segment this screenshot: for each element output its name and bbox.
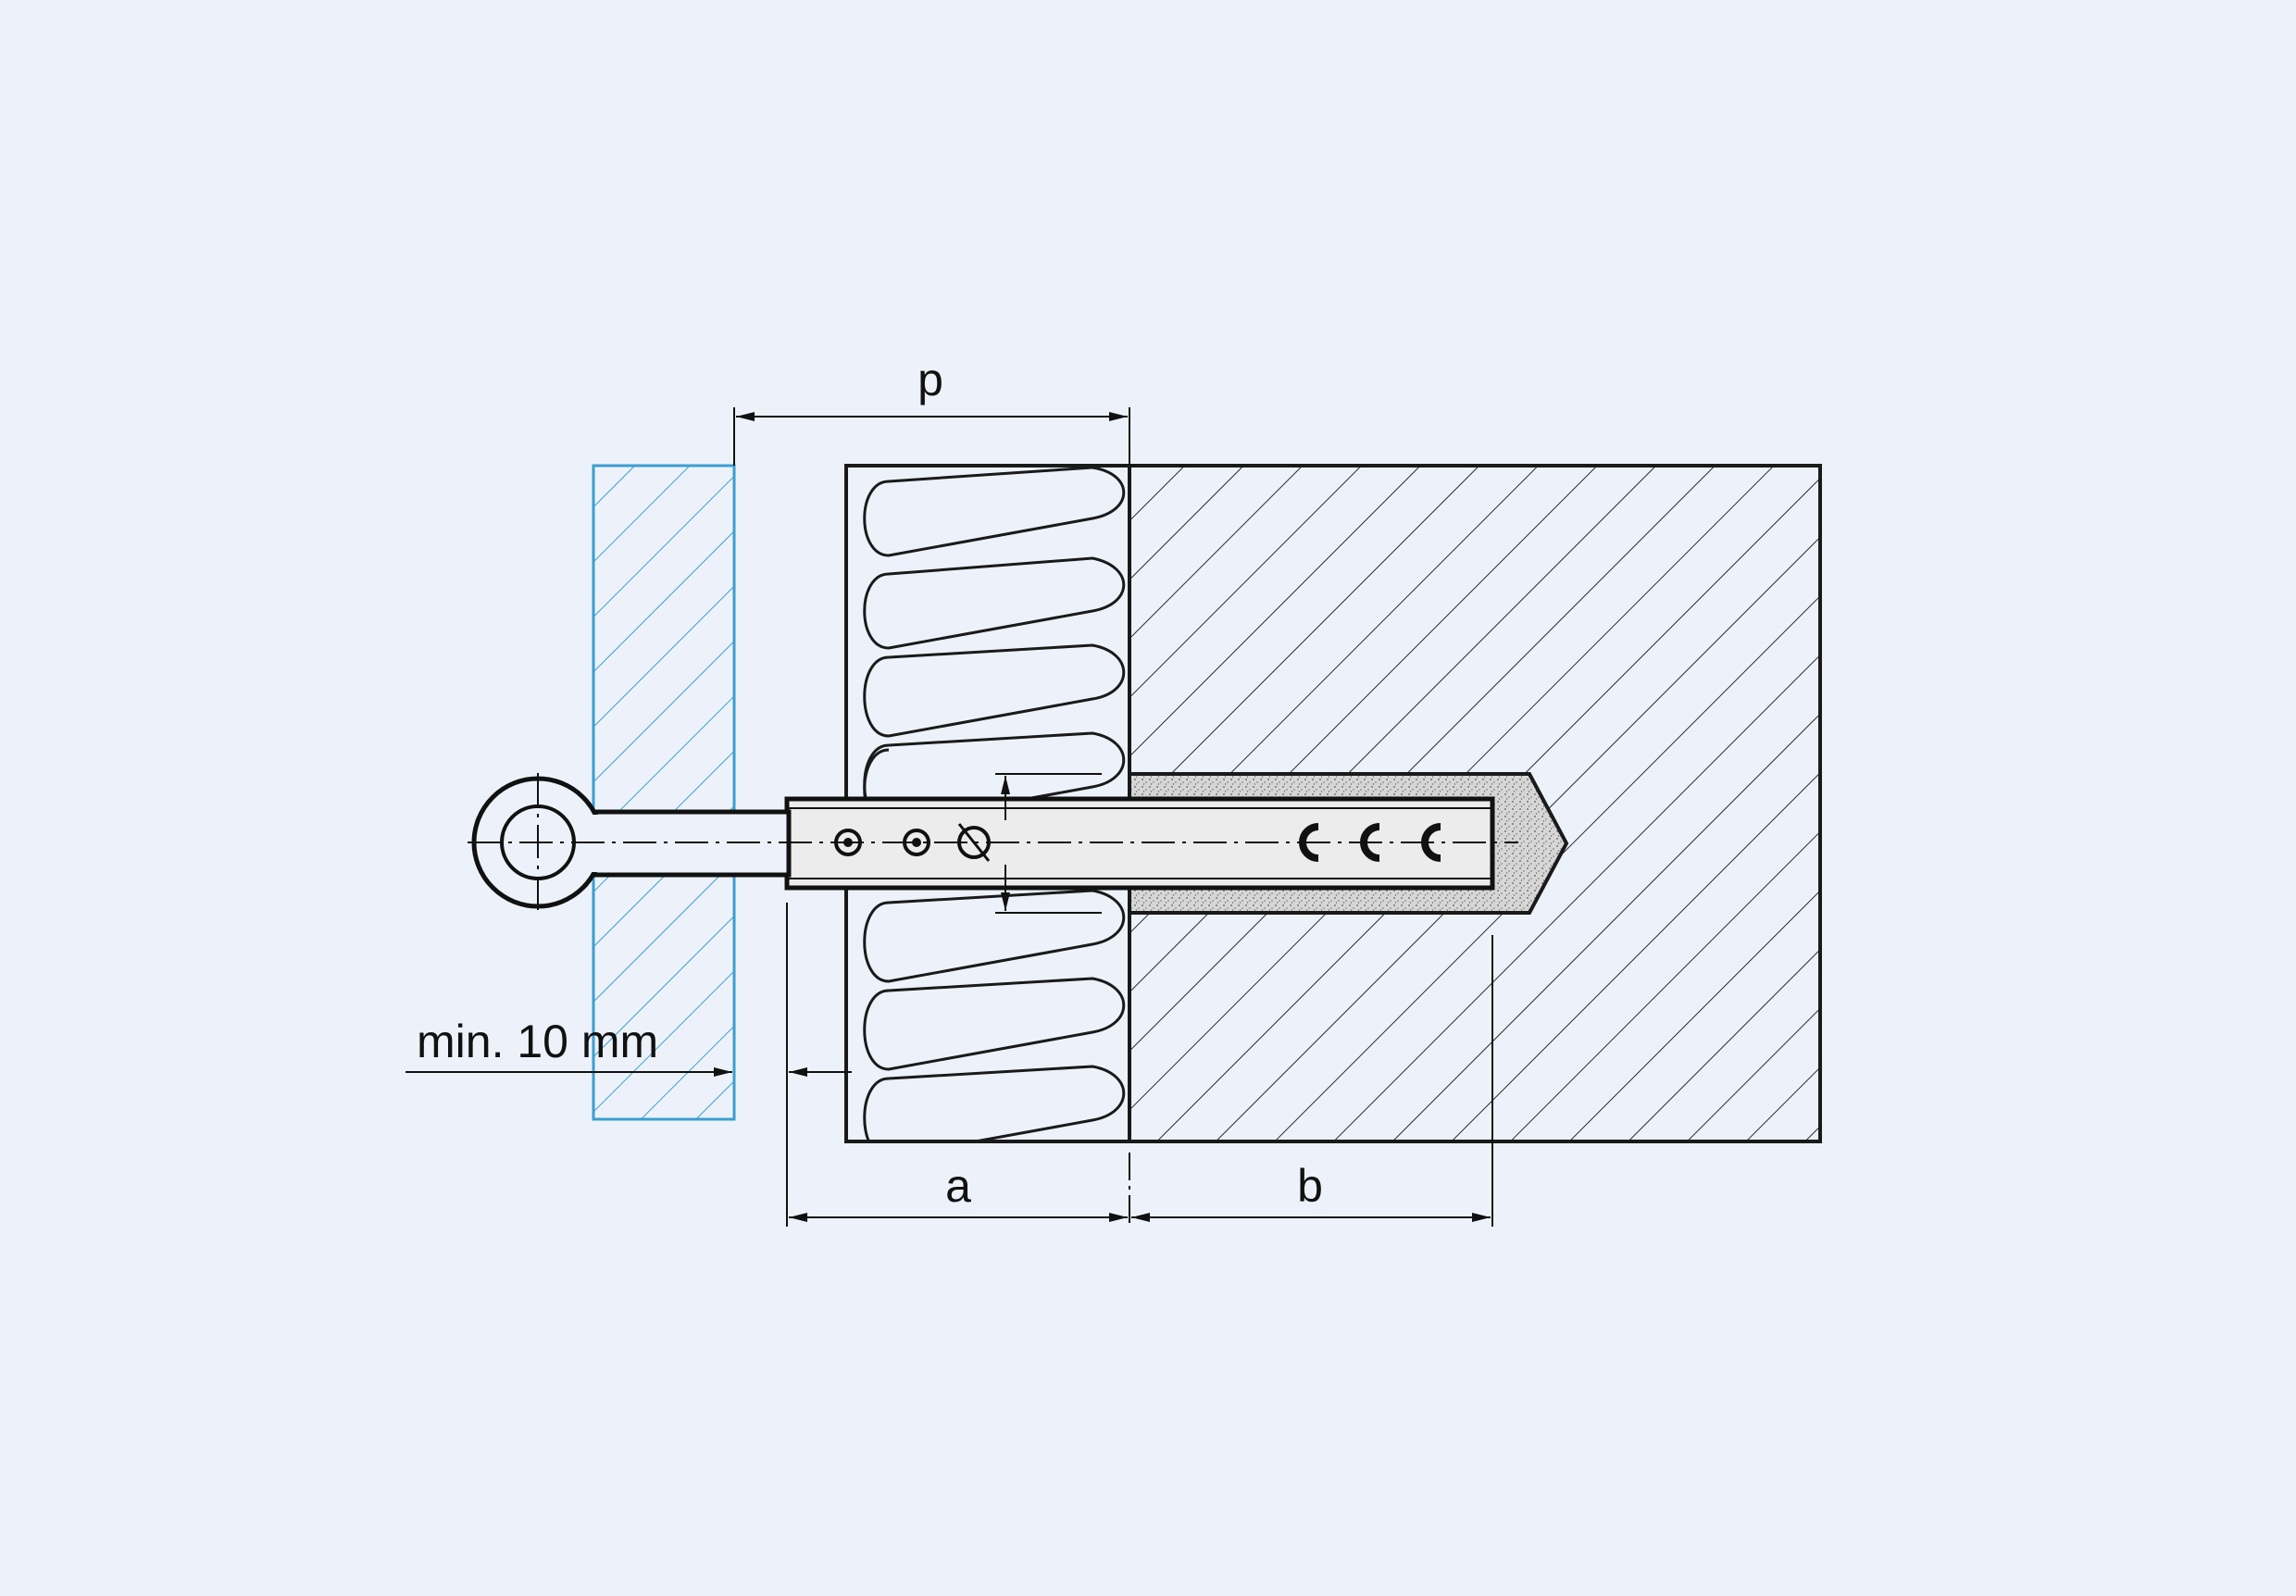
centre-line bbox=[468, 773, 1518, 912]
cladding-panel bbox=[592, 464, 736, 1121]
label-a: a bbox=[945, 1160, 971, 1212]
dimension-p bbox=[733, 407, 1130, 466]
dimension-a-b bbox=[786, 903, 1493, 1227]
label-p: p bbox=[917, 354, 943, 405]
diameter-dimension bbox=[995, 773, 1102, 914]
label-min-gap: min. 10 mm bbox=[417, 1016, 658, 1067]
label-b: b bbox=[1297, 1160, 1323, 1212]
